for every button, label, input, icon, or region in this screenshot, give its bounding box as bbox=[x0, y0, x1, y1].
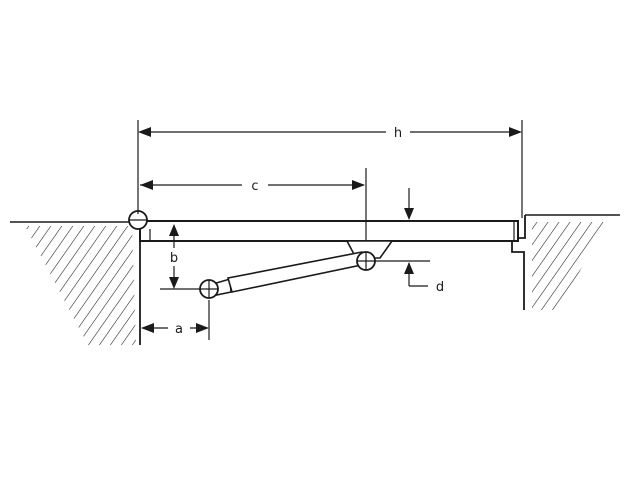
label-b: b bbox=[170, 251, 178, 266]
strut-upper-pivot bbox=[356, 251, 376, 271]
strut-lower-pivot bbox=[199, 279, 219, 299]
label-d: d bbox=[436, 280, 444, 295]
dimension-c: c bbox=[140, 168, 367, 240]
label-c: c bbox=[251, 179, 258, 194]
label-h: h bbox=[394, 126, 402, 141]
thickness-arrow bbox=[404, 188, 414, 220]
dimension-d: d bbox=[375, 260, 444, 295]
label-a: a bbox=[175, 322, 183, 337]
dimension-h: h bbox=[137, 120, 523, 218]
ground-right bbox=[511, 214, 620, 310]
dimension-b: b bbox=[160, 224, 200, 290]
ground-left bbox=[10, 221, 141, 345]
lid-plate bbox=[139, 220, 519, 242]
gas-strut bbox=[205, 251, 368, 298]
dimension-a: a bbox=[141, 300, 210, 340]
